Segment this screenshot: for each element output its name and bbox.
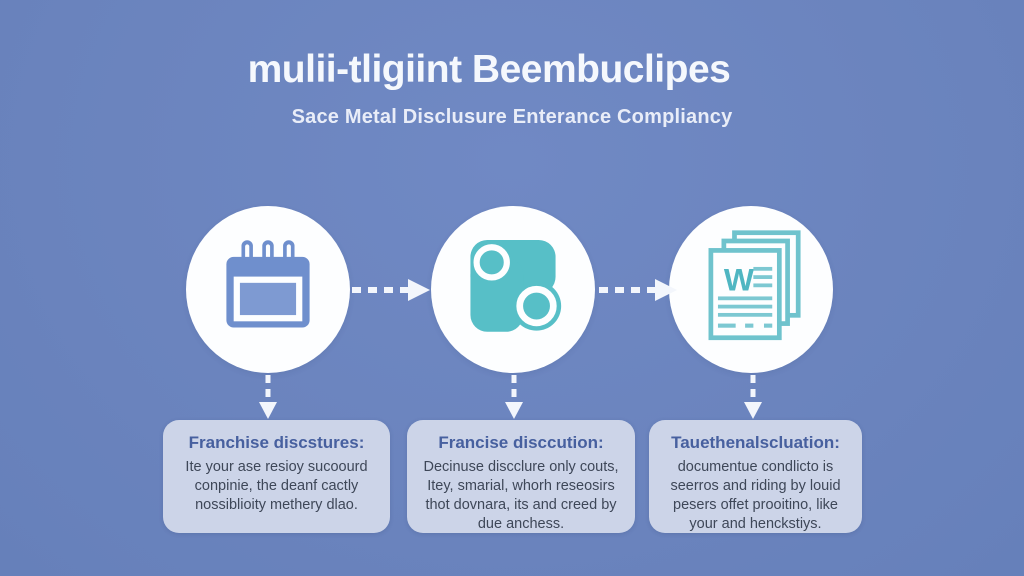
- page-title: mulii-tligiint Beembuclipes: [247, 48, 731, 91]
- shapes-icon: [457, 231, 569, 348]
- info-box-1: Franchise discstures: Ite your ase resio…: [163, 420, 390, 533]
- page-subtitle: Sace Metal Disclusure Enterance Complian…: [291, 106, 733, 128]
- step-circle-1: [186, 206, 350, 373]
- step-circle-2: [431, 206, 595, 373]
- arrow-down-icon: [743, 373, 763, 421]
- info-box-body: Ite your ase resioy sucoourd conpinie, t…: [185, 459, 368, 514]
- info-box-heading: Francise disccution:: [438, 433, 604, 452]
- step-circle-3: W: [669, 206, 833, 373]
- info-box-2: Francise disccution: Decinuse discclure …: [407, 420, 635, 533]
- info-box-heading: Franchise discstures:: [188, 433, 365, 452]
- arrow-down-icon: [258, 373, 278, 421]
- word-documents-icon: W: [692, 228, 810, 351]
- calendar-icon: [216, 235, 320, 344]
- info-box-3: Tauethenalscluation: documentue condlict…: [649, 420, 862, 533]
- info-box-body: Decinuse discclure only couts, Itey, sma…: [423, 459, 619, 533]
- document-letter: W: [724, 262, 755, 298]
- arrow-right-icon: [597, 275, 681, 305]
- info-box-body: documentue condlicto is seerros and ridi…: [670, 459, 841, 533]
- arrow-right-icon: [350, 275, 434, 305]
- arrow-down-icon: [504, 373, 524, 421]
- info-box-heading: Tauethenalscluation:: [671, 433, 840, 452]
